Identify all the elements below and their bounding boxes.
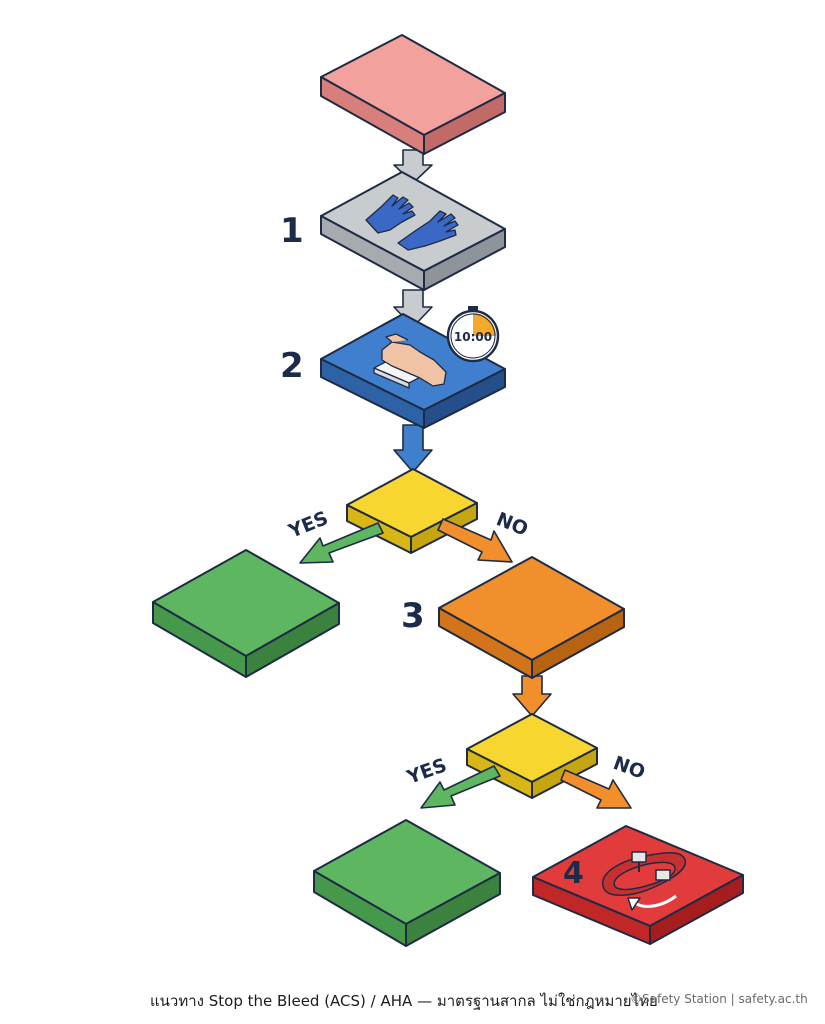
step2-number: 2 <box>280 346 304 386</box>
step1-block <box>320 171 506 291</box>
hand-pressure-icon <box>373 333 447 389</box>
footer-caption: แนวทาง Stop the Bleed (ACS) / AHA — มาตร… <box>150 992 658 1010</box>
step3-block <box>438 556 625 679</box>
step3-number: 3 <box>401 596 425 636</box>
success-block-2 <box>313 819 501 947</box>
decision2-no-arrow <box>560 769 632 809</box>
decision2-yes-arrow <box>420 765 501 809</box>
decision1-no-label: NO <box>493 508 531 540</box>
timer-label: 10:00 <box>454 330 492 344</box>
step4-number: 4 <box>563 856 584 891</box>
arrow-step3-to-decision2 <box>512 675 552 717</box>
decision1-yes-arrow <box>299 522 384 564</box>
gloves-icon <box>365 194 459 251</box>
decision2-block <box>466 713 598 799</box>
timer-icon: 10:00 <box>446 306 500 363</box>
success-block-1 <box>152 549 340 678</box>
decision1-no-arrow <box>437 518 513 563</box>
footer: แนวทาง Stop the Bleed (ACS) / AHA — มาตร… <box>0 987 825 1011</box>
step1-number: 1 <box>280 211 304 251</box>
arrow-step1-to-step2 <box>393 289 433 328</box>
footer-credit: ©Safety Station | safety.ac.th <box>630 992 808 1006</box>
decision2-no-label: NO <box>610 752 648 784</box>
start-block <box>320 34 506 155</box>
tourniquet-icon <box>602 851 686 911</box>
decision1-yes-label: YES <box>285 507 332 543</box>
arrow-step2-to-decision1 <box>393 424 433 473</box>
decision2-yes-label: YES <box>403 754 449 789</box>
